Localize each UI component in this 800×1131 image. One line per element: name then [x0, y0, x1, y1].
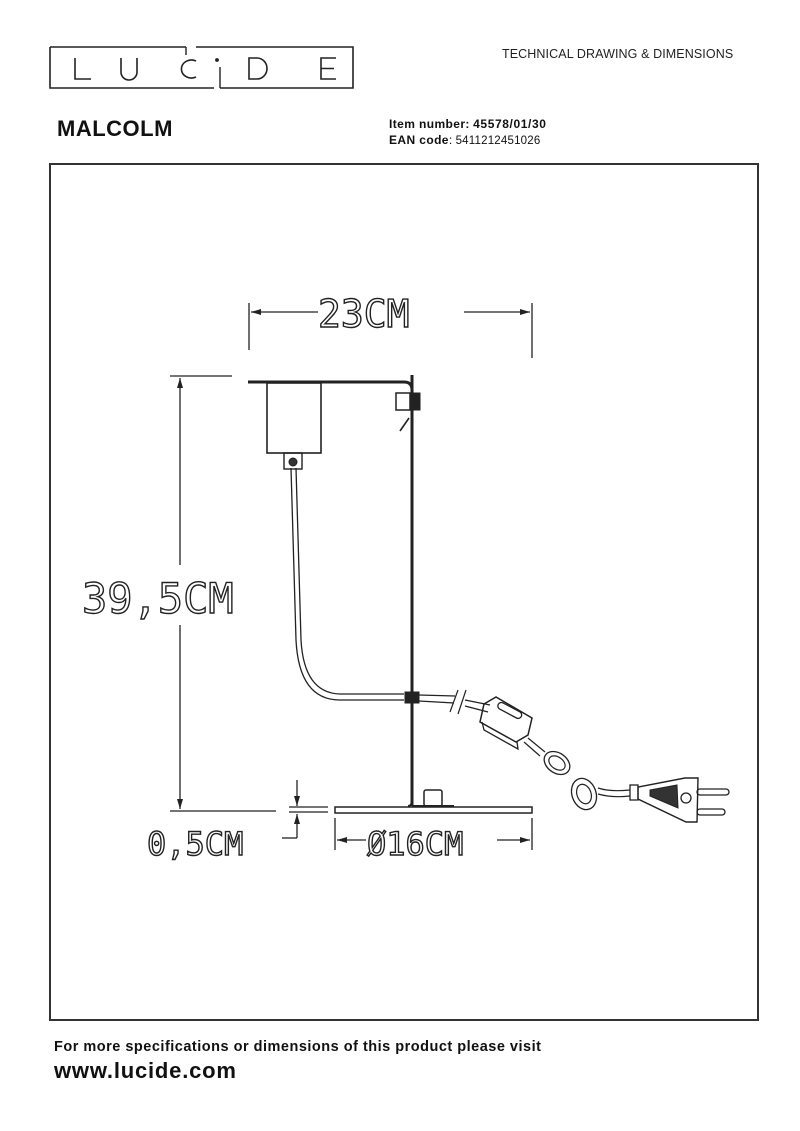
drawing-frame: [49, 163, 759, 1021]
lamp-body: [248, 375, 730, 823]
thickness-label: 0,5CM: [147, 825, 243, 863]
item-number-label: Item number:: [389, 117, 470, 131]
footer-note: For more specifications or dimensions of…: [54, 1039, 542, 1055]
width-dimension: [248, 303, 533, 358]
ean-separator: :: [448, 133, 453, 147]
thickness-dimension: [282, 780, 328, 839]
item-number-row: Item number: 45578/01/30: [389, 116, 547, 132]
ean-row: EAN code: 5411212451026: [389, 132, 547, 149]
diameter-label: Ø16CM: [367, 825, 463, 863]
product-name: MALCOLM: [57, 116, 173, 141]
width-label: 23CM: [318, 292, 410, 336]
height-dimension: [170, 375, 276, 812]
diameter-dimension: [334, 818, 533, 850]
ean-label: EAN code: [389, 133, 449, 147]
product-meta: Item number: 45578/01/30 EAN code: 54112…: [389, 116, 547, 149]
height-label: 39,5CM: [82, 574, 234, 623]
item-number-value: 45578/01/30: [473, 117, 547, 131]
document-type-label: TECHNICAL DRAWING & DIMENSIONS: [502, 47, 734, 61]
lucide-logo: [49, 46, 354, 89]
ean-value: 5411212451026: [455, 135, 541, 147]
website-link[interactable]: www.lucide.com: [54, 1058, 237, 1083]
